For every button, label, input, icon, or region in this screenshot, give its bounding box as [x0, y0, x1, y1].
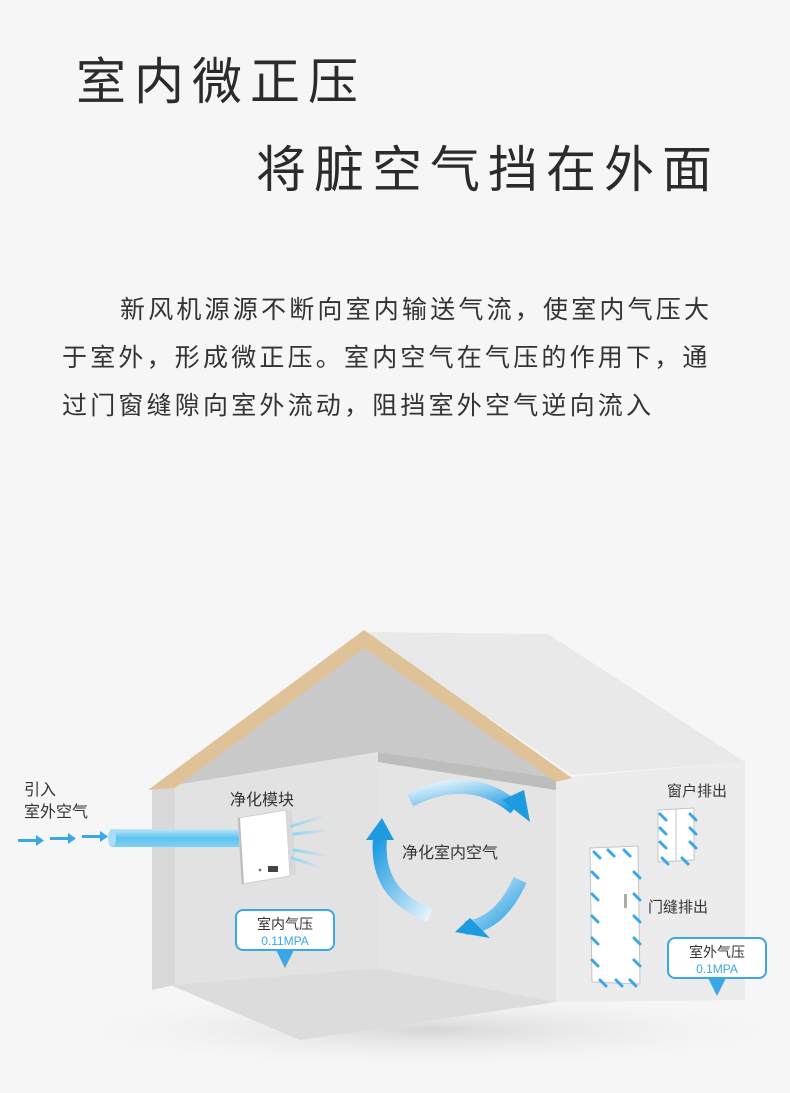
page-subtitle: 将脏空气挡在外面 — [256, 141, 720, 199]
indoor-pressure-value: 0.11MPA — [261, 934, 309, 948]
location-pin-icon — [708, 978, 726, 996]
intake-label-line2: 室外空气 — [24, 802, 88, 821]
window-exhaust-label: 窗户排出 — [667, 782, 727, 800]
door — [589, 845, 642, 988]
intake-arrows — [18, 831, 108, 846]
arrow-right-icon — [50, 833, 76, 844]
location-pin-icon — [276, 950, 294, 968]
fresh-air-unit-icon — [237, 809, 296, 885]
indoor-pressure-title: 室内气压 — [257, 916, 313, 933]
arrow-right-icon — [18, 835, 44, 846]
door-exhaust-label: 门缝排出 — [648, 898, 708, 916]
description-text: 新风机源源不断向室内输送气流，使室内气压大于室外，形成微正压。室内空气在气压的作… — [62, 295, 713, 420]
outdoor-pressure-title: 室外气压 — [689, 944, 745, 961]
outdoor-pressure-value: 0.1MPA — [696, 962, 738, 976]
purify-label: 净化室内空气 — [402, 843, 498, 862]
house-structure — [148, 630, 745, 1040]
window — [657, 807, 698, 866]
indoor-pressure-badge: 室内气压 0.11MPA — [235, 909, 335, 968]
arrow-right-icon — [82, 831, 108, 842]
module-label: 净化模块 — [230, 790, 294, 809]
intake-label-line1: 引入 — [24, 780, 56, 799]
blowing-air — [290, 814, 334, 870]
circular-arrow-icon — [366, 779, 530, 938]
page-title: 室内微正压 — [76, 53, 366, 111]
outdoor-pressure-badge: 室外气压 0.1MPA — [667, 937, 767, 996]
house-diagram: 引入 室外空气 净化模块 — [18, 630, 790, 1070]
intake-duct — [108, 829, 244, 847]
